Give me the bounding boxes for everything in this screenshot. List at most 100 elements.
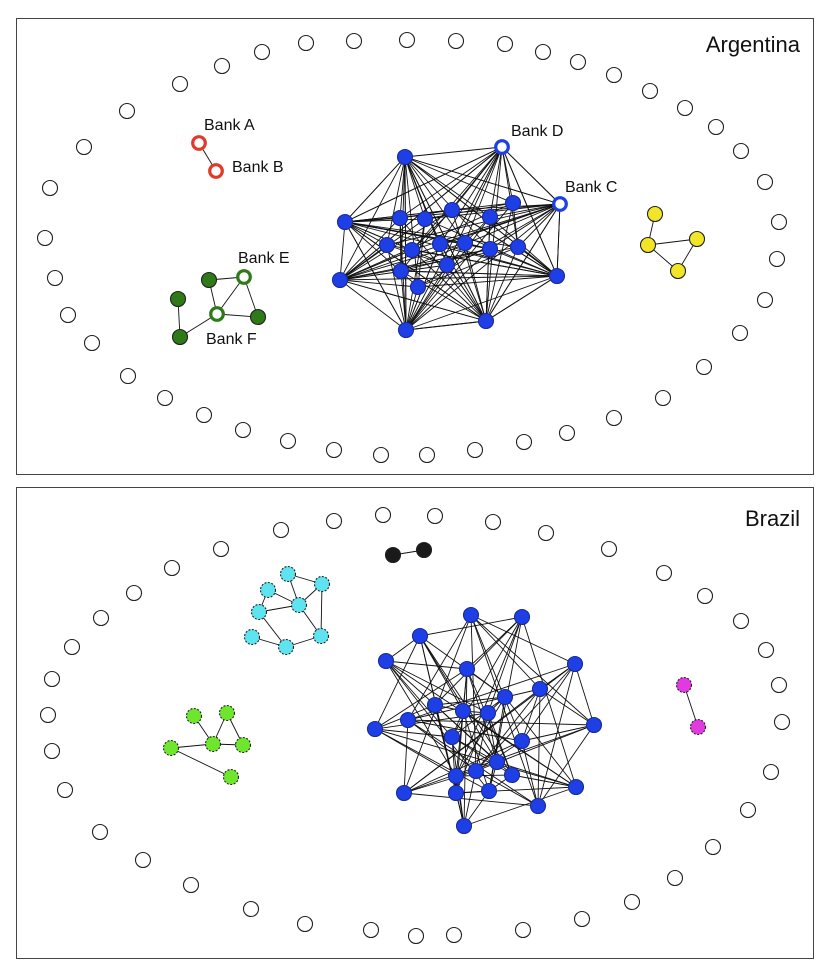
blue-edge [403,770,477,794]
isolated-bank-node [398,31,416,49]
cyan-bank-node [313,575,331,593]
lime-bank-node [162,739,180,757]
isolated-bank-node [125,584,143,602]
bank-d-node [494,139,510,155]
blue-bank-node [366,720,384,738]
isolated-bank-node [704,838,722,856]
blue-edge [475,688,541,772]
blue-edge [407,719,477,772]
blue-edge [339,248,491,281]
isolated-bank-node [43,742,61,760]
blue-edge [374,635,421,730]
isolated-bank-node [756,291,774,309]
blue-edge [464,146,503,244]
blue-edge [434,704,465,827]
blue-edge [451,203,561,211]
blue-edge [374,728,577,788]
blue-edge [385,660,457,777]
black-bank-node [384,546,402,564]
isolated-bank-node [297,34,315,52]
argentina-edges [177,142,698,338]
black-bank-node [415,541,433,559]
blue-bank-node [585,716,603,734]
isolated-bank-node [163,559,181,577]
blue-edge [424,202,514,220]
isolated-bank-node [272,521,290,539]
blue-bank-node [480,782,498,800]
blue-edge [403,688,541,794]
blue-edge [485,246,519,322]
isolated-bank-node [768,250,786,268]
bank-f-node [209,306,225,322]
blue-edge [403,792,539,807]
blue-edge [405,216,491,331]
blue-edge [487,712,513,776]
blue-edge [485,146,503,322]
blue-edge [339,221,346,281]
blue-edge [385,660,436,706]
blue-edge [434,696,506,706]
blue-edge [521,740,539,807]
blue-edge [517,246,558,277]
blue-edge [404,146,503,158]
yellow-bank-node [639,236,657,254]
blue-edge [455,616,523,777]
isolated-bank-node [296,915,314,933]
blue-edge [374,728,453,738]
blue-edge [451,736,513,776]
blue-edge [405,146,503,331]
isolated-bank-node [118,102,136,120]
blue-edge [404,156,407,331]
magenta-bank-node [689,718,707,736]
blue-bank-node [529,797,547,815]
blue-edge [339,279,487,322]
bank-b-label: Bank B [232,159,284,176]
blue-edge [501,146,561,205]
blue-edge [487,616,523,714]
blue-bank-node [481,208,499,226]
blue-edge [446,264,487,322]
bank-d-label: Bank D [511,123,563,140]
blue-bank-node [403,241,421,259]
blue-edge [475,770,539,807]
blue-edge [404,156,419,288]
blue-edge [521,663,576,742]
blue-edge [556,203,561,277]
isolated-bank-node [641,82,659,100]
blue-edge [399,156,406,219]
blue-edge [385,660,468,670]
blue-edge [405,264,448,331]
isolated-bank-node [757,641,775,659]
isolated-bank-node [496,35,514,53]
blue-edge [404,156,558,277]
isolated-bank-node [92,609,110,627]
blue-edge [374,668,468,730]
isolated-bank-node [374,506,392,524]
blue-bank-node [391,209,409,227]
blue-bank-node [411,627,429,645]
blue-edge [386,203,561,246]
bank-f-label: Bank F [206,331,257,348]
blue-edge [404,156,426,220]
isolated-bank-node [195,406,213,424]
blue-edge [462,710,490,792]
blue-bank-node [531,680,549,698]
isolated-bank-node [59,306,77,324]
blue-edge [405,248,491,331]
lime-bank-node [185,707,203,725]
isolated-bank-node [537,524,555,542]
blue-edge [451,209,558,277]
cyan-bank-node [259,581,277,599]
blue-edge [521,724,595,742]
yellow-bank-node [646,205,664,223]
isolated-bank-node [36,229,54,247]
blue-edge [417,218,426,288]
blue-edge [537,724,595,807]
green-bank-node [200,271,218,289]
brazil-nodes [39,506,791,945]
blue-bank-node [458,660,476,678]
blue-edge [455,696,506,777]
isolated-bank-node [372,446,390,464]
blue-edge [475,663,576,772]
